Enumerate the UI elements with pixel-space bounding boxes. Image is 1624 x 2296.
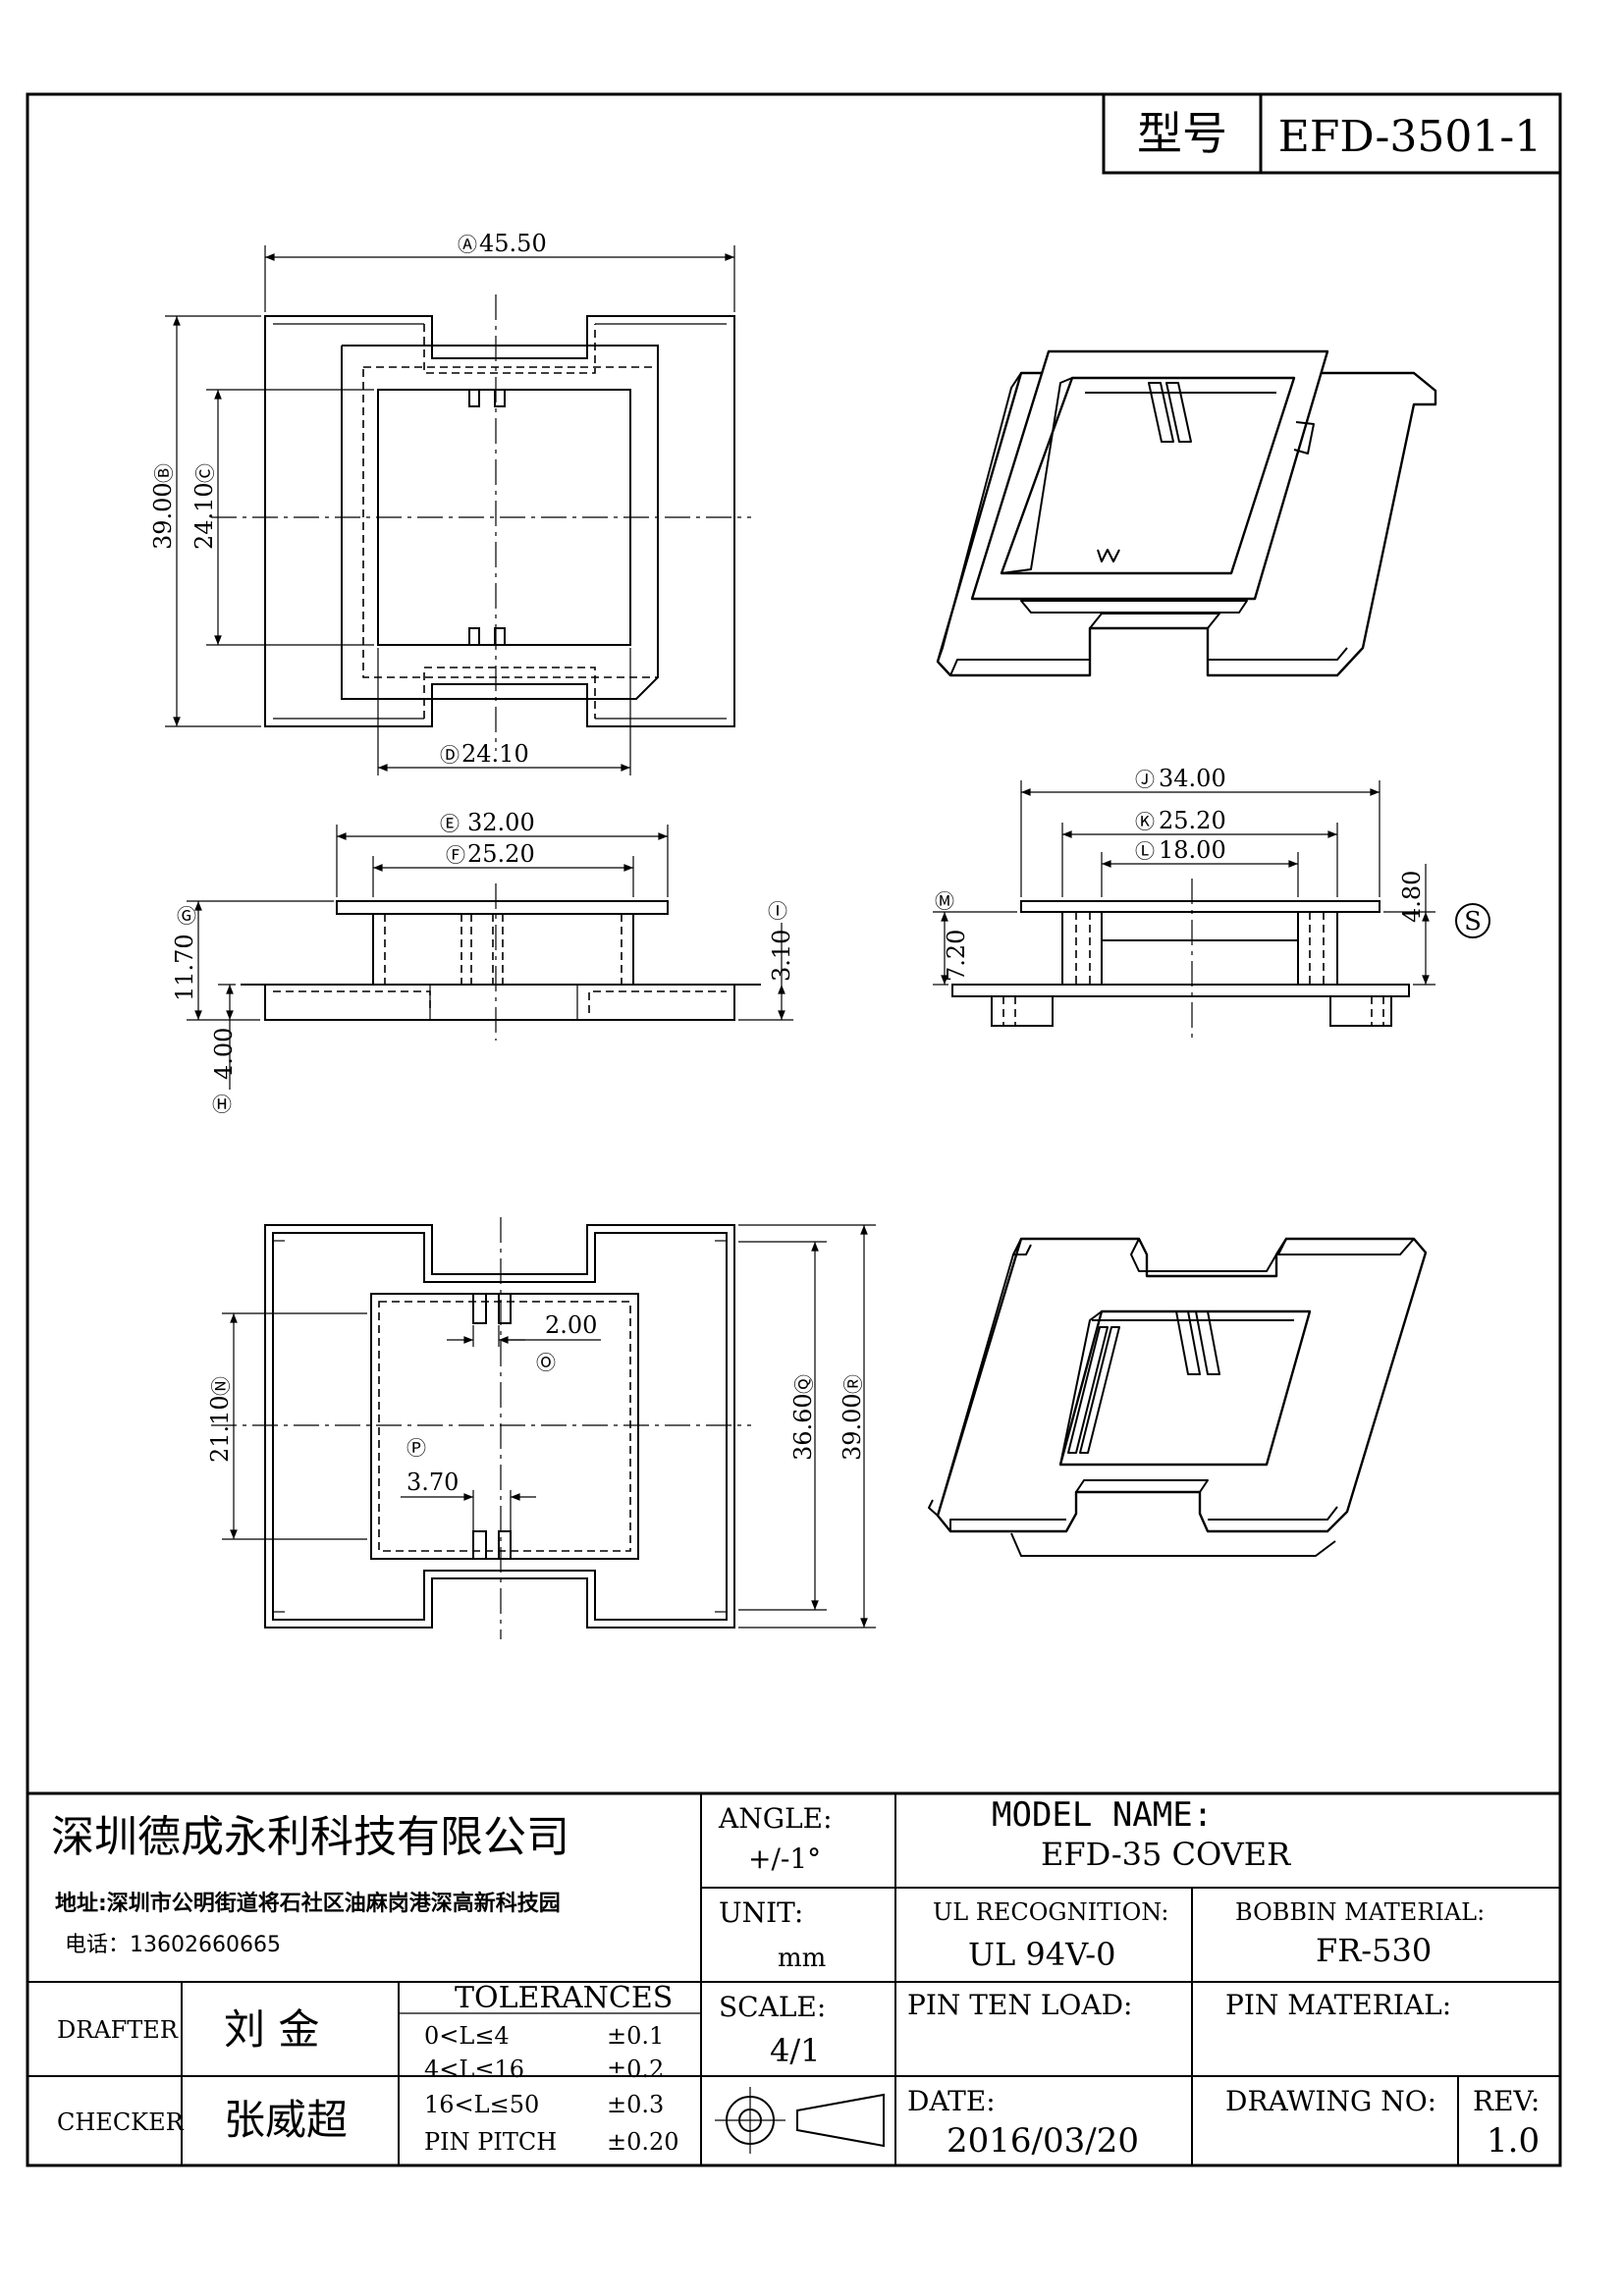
angle-label: ANGLE:: [718, 1802, 833, 1835]
tol-value-2: ±0.3: [607, 2091, 664, 2118]
dim-d-circle: Ⓓ: [440, 743, 460, 767]
unit-value: mm: [778, 1944, 826, 1973]
dim-h-value: 4.00: [210, 1028, 238, 1080]
unit-label: UNIT:: [719, 1896, 803, 1929]
dim-k-circle: Ⓚ: [1135, 810, 1155, 833]
dim-f-value: 25.20: [467, 840, 535, 868]
model-name-label: MODEL NAME:: [992, 1795, 1213, 1835]
dim-e-circle: Ⓔ: [440, 812, 460, 835]
tolerances-label: TOLERANCES: [455, 1981, 673, 2015]
tol-range-0: 0<L≤4: [424, 2022, 510, 2050]
dim-o-value: 2.00: [545, 1311, 597, 1339]
company-name: 深圳德成永利科技有限公司: [51, 1812, 569, 1862]
side-view: Ⓙ 34.00 Ⓚ 25.20 Ⓛ 18.00 Ⓜ 7.20 4.80 S: [933, 765, 1490, 1041]
dim-b-circle: Ⓑ: [152, 463, 176, 483]
dim-k-value: 25.20: [1159, 807, 1226, 834]
dim-c-value: 24.10: [190, 482, 218, 550]
dim-j-circle: Ⓙ: [1135, 768, 1155, 791]
drawing-no-label: DRAWING NO:: [1225, 2085, 1436, 2117]
dim-b-value: 39.00: [149, 482, 177, 550]
dim-g-circle: Ⓖ: [177, 904, 196, 928]
bobbin-material-label: BOBBIN MATERIAL:: [1235, 1898, 1485, 1926]
type-label: 型号: [1137, 107, 1227, 160]
rev-label: REV:: [1473, 2085, 1540, 2117]
scale-value: 4/1: [770, 2032, 821, 2069]
tol-value-1: ±0.2: [607, 2056, 664, 2083]
dim-g-value: 11.70: [171, 934, 198, 1001]
dim-s-value: 4.80: [1398, 871, 1426, 923]
type-box: 型号 EFD-3501-1: [1102, 92, 1562, 175]
iso-view-top: [936, 349, 1437, 677]
dim-p-value: 3.70: [406, 1468, 459, 1496]
pin-material-label: PIN MATERIAL:: [1225, 1989, 1451, 2021]
title-block: 深圳德成永利科技有限公司 地址:深圳市公明街道将石社区油麻岗港深高新科技园 电话…: [27, 1791, 1560, 2165]
dim-f-circle: Ⓕ: [446, 843, 465, 867]
dim-p-circle: Ⓟ: [406, 1436, 426, 1460]
dim-d-value: 24.10: [461, 740, 529, 768]
checker-label: CHECKER: [57, 2109, 185, 2136]
iso-view-bottom: [928, 1237, 1428, 1557]
date-value: 2016/03/20: [947, 2121, 1139, 2161]
top-view: Ⓐ 45.50 39.00 Ⓑ 24.10 Ⓒ Ⓓ 24.10: [149, 230, 751, 775]
ul-recognition-value: UL 94V-0: [968, 1936, 1115, 1973]
type-value: EFD-3501-1: [1278, 112, 1542, 162]
dim-s-symbol: S: [1464, 907, 1482, 936]
dim-m-circle: Ⓜ: [935, 889, 954, 913]
date-label: DATE:: [907, 2085, 996, 2117]
drafter-value: 刘 金: [224, 2005, 319, 2054]
dim-n-circle: Ⓝ: [209, 1376, 233, 1396]
dim-r-circle: Ⓡ: [841, 1374, 865, 1394]
ul-recognition-label: UL RECOGNITION:: [933, 1898, 1168, 1926]
dim-e-value: 32.00: [467, 809, 535, 836]
tol-value-0: ±0.1: [607, 2022, 664, 2050]
company-address: 地址:深圳市公明街道将石社区油麻岗港深高新科技园: [55, 1891, 561, 1916]
dim-i-value: 3.10: [768, 930, 795, 982]
company-phone: 电话：13602660665: [65, 1933, 281, 1957]
model-name-value: EFD-35 COVER: [1041, 1836, 1291, 1873]
angle-value: +/-1°: [748, 1842, 821, 1875]
front-view: Ⓔ 32.00 Ⓕ 25.20 Ⓖ 11.70 4.00 Ⓗ Ⓘ 3.10: [171, 809, 795, 1116]
bobbin-material-value: FR-530: [1316, 1932, 1432, 1969]
dim-n-value: 21.10: [206, 1395, 234, 1463]
dim-i-circle: Ⓘ: [768, 899, 787, 923]
dim-a-circle: Ⓐ: [458, 233, 477, 256]
dim-a-value: 45.50: [479, 230, 547, 257]
bottom-view: 21.10 Ⓝ 2.00 Ⓞ Ⓟ 3.70 36.60 Ⓠ 39.00: [206, 1217, 876, 1639]
dim-l-value: 18.00: [1159, 836, 1226, 864]
rev-value: 1.0: [1487, 2121, 1540, 2161]
tol-range-2: 16<L≤50: [424, 2091, 539, 2118]
tol-range-1: 4<L≤16: [424, 2056, 524, 2083]
checker-value: 张威超: [224, 2096, 348, 2144]
dim-r-value: 39.00: [839, 1393, 866, 1461]
tol-range-3: PIN PITCH: [424, 2128, 557, 2156]
drafter-label: DRAFTER: [57, 2016, 179, 2044]
tol-value-3: ±0.20: [607, 2128, 679, 2156]
dim-c-circle: Ⓒ: [193, 463, 217, 483]
scale-label: SCALE:: [719, 1991, 826, 2023]
dim-h-circle: Ⓗ: [212, 1093, 232, 1116]
dim-j-value: 34.00: [1159, 765, 1226, 792]
dim-o-circle: Ⓞ: [536, 1351, 556, 1374]
projection-symbol: [715, 2087, 885, 2154]
sheet-border: [26, 92, 1562, 2167]
dim-m-value: 7.20: [943, 930, 970, 982]
dim-l-circle: Ⓛ: [1135, 839, 1155, 863]
dim-q-value: 36.60: [789, 1393, 817, 1461]
pin-ten-load-label: PIN TEN LOAD:: [907, 1989, 1132, 2021]
dim-q-circle: Ⓠ: [792, 1374, 816, 1394]
